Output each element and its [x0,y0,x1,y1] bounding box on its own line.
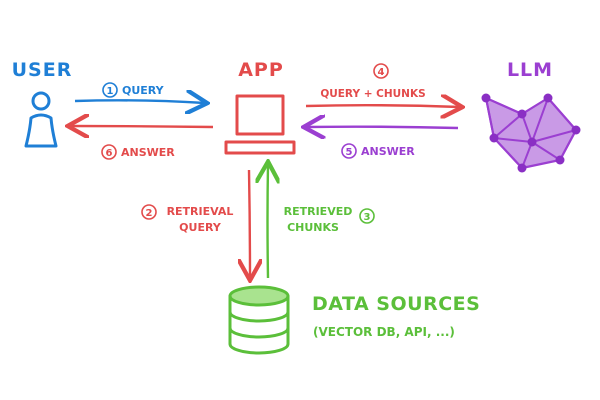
step-5-text: ANSWER [361,145,415,158]
step-1-text: QUERY [122,84,165,97]
app-label: APP [238,59,284,81]
step-4-text: QUERY + CHUNKS [320,88,425,100]
step-2-number: 2 [146,208,153,219]
llm-label: LLM [507,59,553,81]
step-1-arrow [74,100,205,103]
step-5-number: 5 [346,147,353,158]
step-4-label: 4 QUERY + CHUNKS [320,63,426,100]
step-3-line1: RETRIEVED [284,205,353,218]
step-2-label: 2 RETRIEVAL QUERY [141,204,234,234]
step-4-number: 4 [378,67,385,78]
database-icon [228,285,290,355]
data-sources-sublabel: (VECTOR DB, API, ...) [313,325,455,339]
step-1-number: 1 [107,86,114,97]
step-2-line1: RETRIEVAL [167,205,234,218]
user-icon [24,91,58,148]
step-6-number: 6 [106,148,113,159]
step-4-arrow [305,105,460,107]
step-5-arrow [306,127,459,128]
step-5-label: ANSWER 5 [341,143,415,159]
laptop-icon [224,94,296,155]
step-3-label: RETRIEVED CHUNKS 3 [284,205,375,234]
network-graph-icon [481,93,581,173]
step-2-arrow [249,169,250,278]
step-1-label: 1 QUERY [102,82,165,98]
data-sources-label: DATA SOURCES [312,293,480,315]
step-3-line2: CHUNKS [287,221,339,234]
user-label: USER [12,59,73,81]
step-6-label: 6 ANSWER [101,144,175,160]
step-3-number: 3 [364,212,371,223]
step-6-arrow [70,126,214,127]
step-3-arrow [268,164,269,279]
step-2-line2: QUERY [179,221,222,234]
step-6-text: ANSWER [121,146,175,159]
